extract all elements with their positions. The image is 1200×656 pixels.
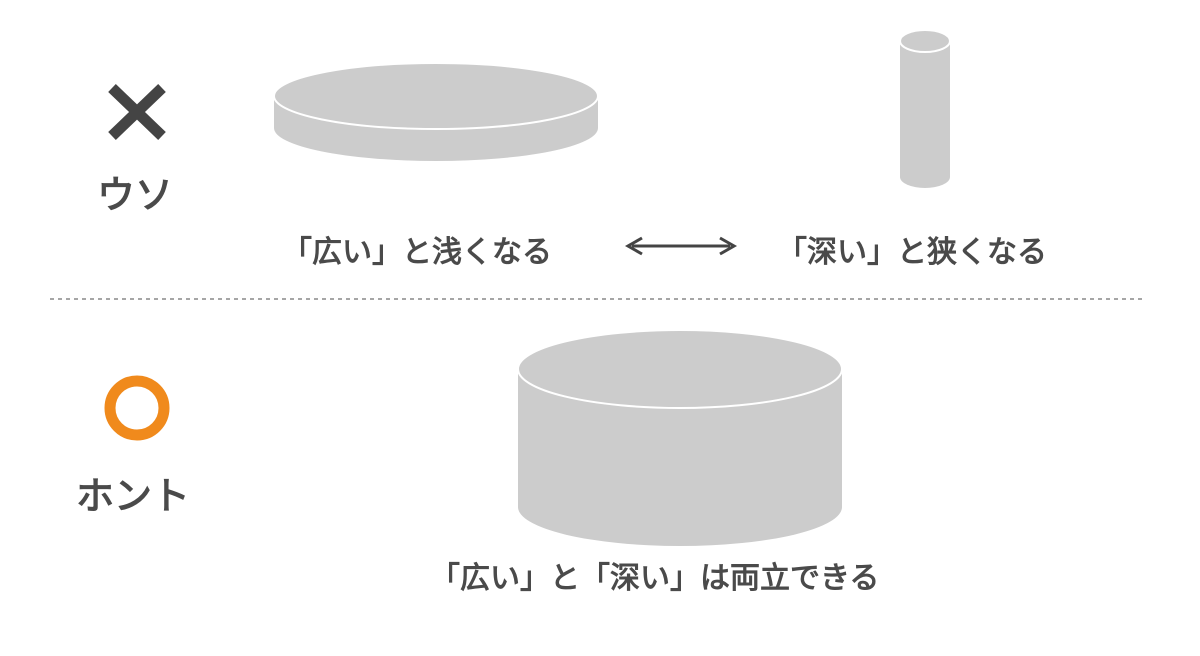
narrow-deep-cylinder xyxy=(899,29,951,188)
wide-shallow-cylinder xyxy=(273,62,599,161)
double-arrow-icon xyxy=(624,236,738,256)
false-verdict-label: ウソ xyxy=(97,173,174,217)
compatible-caption: 「広い」と「深い」は両立できる xyxy=(430,561,880,596)
wide-deep-cylinder xyxy=(517,329,843,546)
true-verdict-label: ホント xyxy=(76,474,191,518)
cross-icon xyxy=(108,84,166,140)
circle-icon xyxy=(104,375,170,441)
wide-shallow-caption: 「広い」と浅くなる xyxy=(282,235,552,270)
deep-narrow-caption: 「深い」と狭くなる xyxy=(777,235,1047,270)
